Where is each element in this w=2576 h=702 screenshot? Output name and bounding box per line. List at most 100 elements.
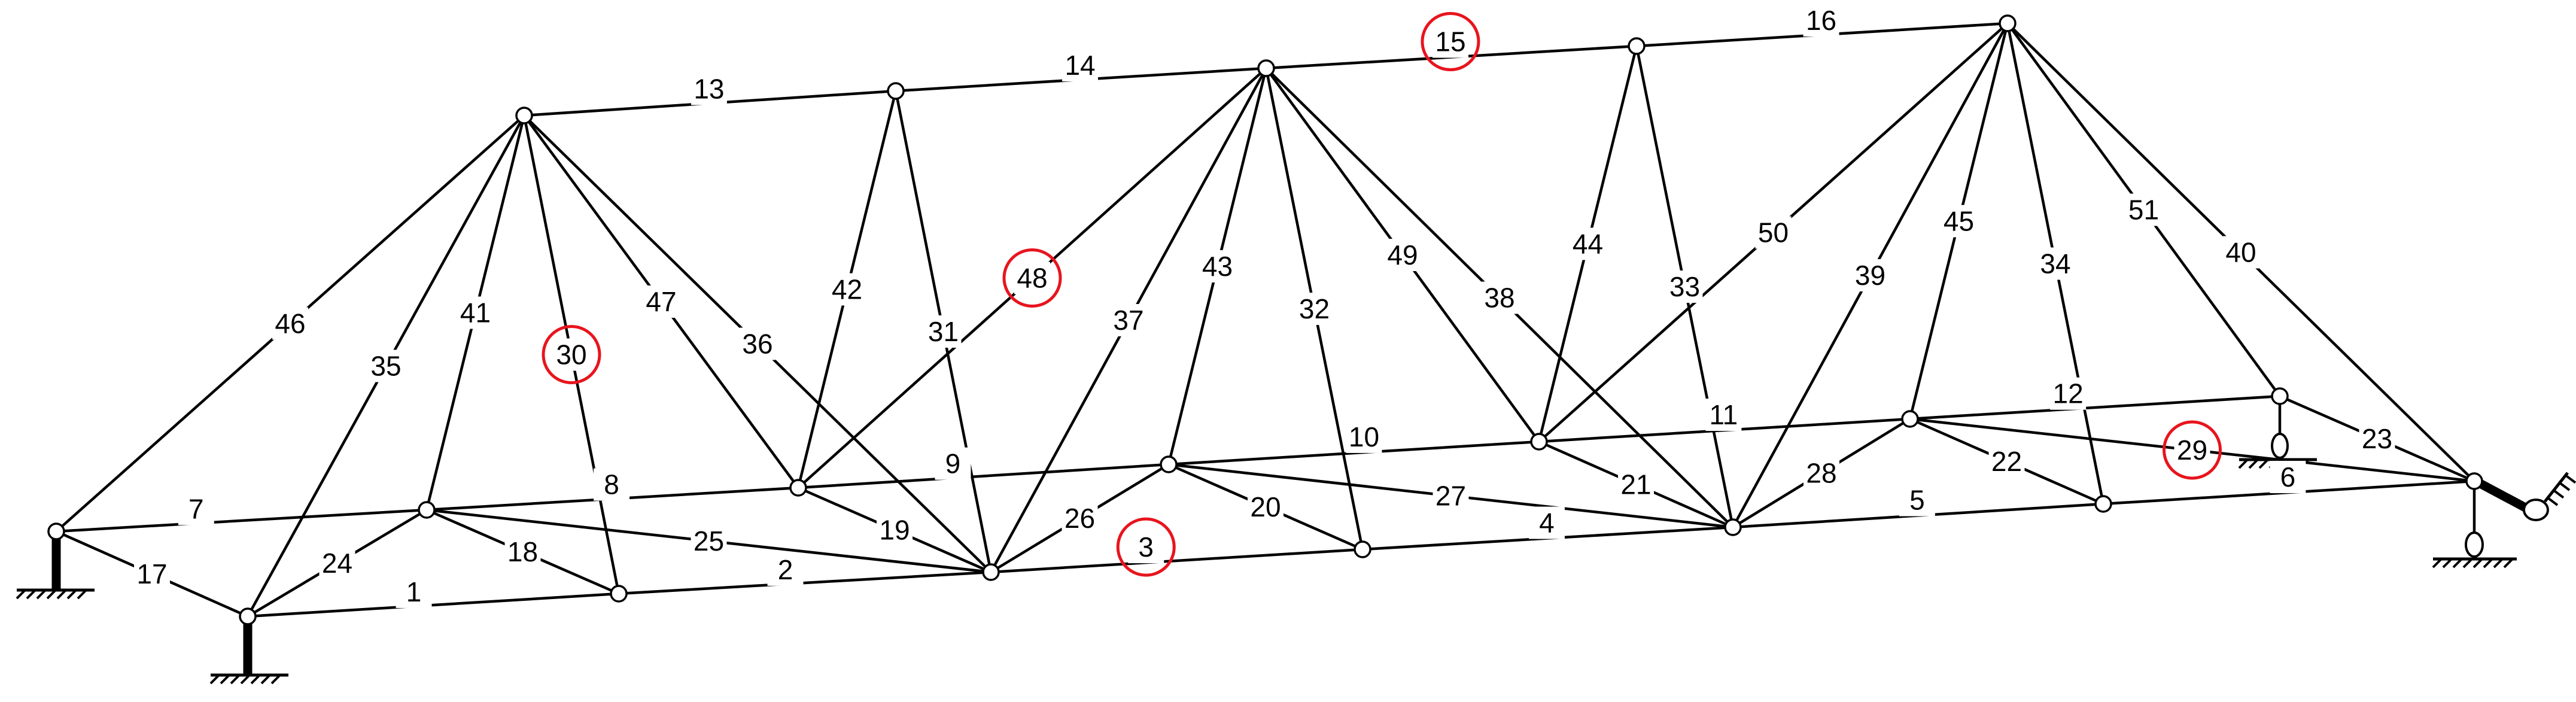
member-line-3 xyxy=(989,548,1364,574)
member-label-7: 7 xyxy=(188,493,204,524)
member-label-38: 38 xyxy=(1484,282,1514,314)
member-label-bg xyxy=(829,273,865,306)
member-label-bg xyxy=(319,547,355,579)
member-label-10: 10 xyxy=(1349,421,1379,452)
member-label-bg xyxy=(2174,434,2210,466)
member-label-20: 20 xyxy=(1250,491,1281,522)
member-label-bg xyxy=(504,536,541,568)
highlight-circle-3 xyxy=(1116,517,1176,577)
member-label-bg xyxy=(2037,247,2073,280)
member-label-33: 33 xyxy=(1669,271,1700,302)
ground-hatch xyxy=(16,588,95,600)
member-label-bg xyxy=(691,72,727,105)
node-M6 xyxy=(2271,387,2289,405)
member-line-2 xyxy=(617,570,993,595)
member-label-26: 26 xyxy=(1065,503,1095,534)
node-L2 xyxy=(982,563,1000,581)
node-U3 xyxy=(1257,59,1275,77)
member-label-48: 48 xyxy=(1017,263,1047,294)
member-label-31: 31 xyxy=(928,316,959,347)
truss-nodes xyxy=(47,14,2483,625)
member-label-24: 24 xyxy=(322,548,352,579)
member-label-17: 17 xyxy=(136,558,167,589)
member-label-6: 6 xyxy=(2280,461,2296,493)
member-label-bg xyxy=(1528,506,1565,539)
fixed-support-left-upper xyxy=(16,539,95,600)
member-label-4: 4 xyxy=(1539,507,1555,539)
member-label-bg xyxy=(1199,250,1236,282)
highlight-circle-30 xyxy=(542,325,601,384)
member-label-bg xyxy=(396,575,432,608)
member-label-34: 34 xyxy=(2040,248,2070,279)
ground-hatch xyxy=(209,673,288,685)
member-label-bg xyxy=(1062,49,1099,82)
member-label-42: 42 xyxy=(832,274,862,305)
member-label-28: 28 xyxy=(1806,458,1836,489)
member-label-bg xyxy=(1482,281,1517,314)
member-label-bg xyxy=(1248,491,1284,523)
member-label-44: 44 xyxy=(1573,229,1603,260)
member-label-bg xyxy=(1346,420,1382,453)
node-M4 xyxy=(1530,433,1548,451)
member-label-bg xyxy=(1803,457,1839,490)
member-label-45: 45 xyxy=(1944,206,1974,237)
member-label-bg xyxy=(1433,479,1469,512)
truss-members xyxy=(54,22,2476,618)
member-label-bg xyxy=(368,350,404,382)
member-label-bg xyxy=(925,315,962,348)
member-label-bg xyxy=(178,493,214,525)
member-label-bg xyxy=(272,307,308,340)
roller-support-l6 xyxy=(2432,472,2576,569)
member-label-bg xyxy=(2050,377,2087,410)
member-label-16: 16 xyxy=(1806,5,1836,36)
member-label-3: 3 xyxy=(1138,531,1154,563)
member-label-35: 35 xyxy=(370,351,401,382)
member-label-46: 46 xyxy=(275,308,305,339)
member-label-bg xyxy=(1128,531,1164,564)
supports xyxy=(16,403,2576,685)
member-label-8: 8 xyxy=(604,469,619,500)
member-label-bg xyxy=(1111,304,1146,336)
member-label-bg xyxy=(740,327,775,360)
member-labels: 1234567891011121314151617181920212223242… xyxy=(134,4,2395,608)
node-M5 xyxy=(1901,410,1919,428)
member-label-40: 40 xyxy=(2225,237,2256,268)
node-M1 xyxy=(418,501,436,519)
member-label-9: 9 xyxy=(945,448,961,479)
node-M0 xyxy=(47,522,65,540)
member-label-23: 23 xyxy=(2362,423,2392,454)
node-U5 xyxy=(1999,14,2017,32)
member-label-18: 18 xyxy=(507,536,538,567)
member-line-9 xyxy=(796,463,1170,490)
member-label-bg xyxy=(2359,423,2395,455)
member-line-10 xyxy=(1167,440,1541,466)
wall-hatch xyxy=(2544,472,2576,506)
member-line-7 xyxy=(54,508,428,533)
member-label-15: 15 xyxy=(1435,26,1465,57)
member-label-21: 21 xyxy=(1620,469,1651,500)
member-label-bg xyxy=(691,525,727,557)
member-label-19: 19 xyxy=(879,515,910,546)
node-L4 xyxy=(1724,518,1742,536)
member-label-51: 51 xyxy=(2128,195,2159,226)
member-label-bg xyxy=(1385,239,1421,271)
member-label-bg xyxy=(877,513,913,546)
member-line-12 xyxy=(1908,394,2282,421)
member-label-41: 41 xyxy=(460,297,491,329)
member-label-50: 50 xyxy=(1758,217,1789,248)
member-label-bg xyxy=(1941,205,1977,238)
member-label-bg xyxy=(2270,461,2306,494)
node-U1 xyxy=(515,107,533,124)
highlight-circle-29 xyxy=(2163,420,2222,480)
node-L5 xyxy=(2094,495,2112,513)
member-label-bg xyxy=(1062,502,1098,534)
node-U2 xyxy=(887,82,905,100)
member-label-29: 29 xyxy=(2177,434,2207,466)
member-label-5: 5 xyxy=(1909,485,1925,516)
member-label-bg xyxy=(1852,259,1888,291)
ground-hatch xyxy=(2432,557,2517,569)
member-label-bg xyxy=(1988,445,2025,478)
member-label-bg xyxy=(1432,25,1468,58)
member-label-49: 49 xyxy=(1387,239,1418,271)
